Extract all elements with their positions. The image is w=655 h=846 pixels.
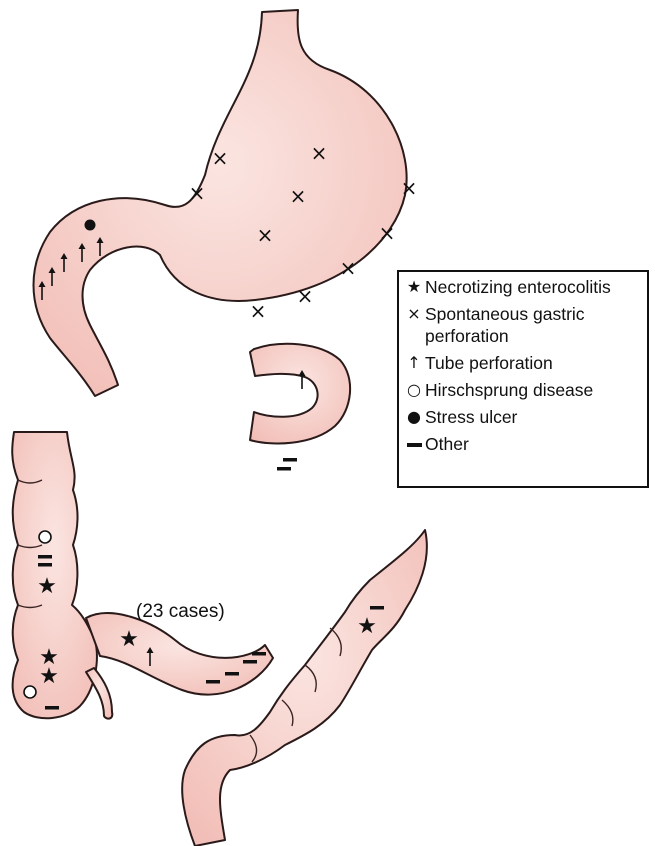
bar-icon bbox=[370, 606, 384, 610]
legend-label: Other bbox=[425, 433, 647, 455]
bar-icon bbox=[225, 672, 239, 676]
star-icon: ★ bbox=[357, 614, 377, 639]
legend-item: × Spontaneous gastric perforation bbox=[403, 303, 647, 347]
legend-label: Necrotizing enterocolitis bbox=[425, 276, 647, 298]
cross-icon: × bbox=[311, 141, 328, 165]
open-circle-icon bbox=[24, 686, 36, 698]
appendix bbox=[86, 668, 112, 719]
star-icon: ★ bbox=[39, 664, 59, 689]
bar-icon bbox=[45, 706, 59, 710]
legend: ★ Necrotizing enterocolitis × Spontaneou… bbox=[397, 270, 649, 488]
cross-icon: × bbox=[297, 284, 314, 308]
star-icon: ★ bbox=[37, 574, 57, 599]
filled-circle-icon: ● bbox=[403, 406, 425, 428]
cross-icon: × bbox=[340, 256, 357, 280]
open-circle-icon bbox=[39, 531, 51, 543]
legend-label: Tube perforation bbox=[425, 352, 647, 374]
case-count-label: (23 cases) bbox=[136, 601, 225, 622]
cross-icon: × bbox=[403, 303, 425, 325]
legend-item: ↑ Tube perforation bbox=[403, 352, 647, 374]
star-icon: ★ bbox=[403, 276, 425, 298]
cross-icon: × bbox=[250, 299, 267, 323]
legend-item: ○ Hirschsprung disease bbox=[403, 379, 647, 401]
bar-icon bbox=[206, 680, 220, 684]
bar-icon bbox=[38, 563, 52, 567]
arrow-icon: ↑ bbox=[403, 352, 425, 374]
bar-icon bbox=[243, 660, 257, 664]
legend-item: ★ Necrotizing enterocolitis bbox=[403, 276, 647, 298]
bar-icon bbox=[283, 458, 297, 462]
open-circle-icon: ○ bbox=[403, 379, 425, 401]
duodenum-segment bbox=[250, 344, 350, 444]
bar-icon bbox=[38, 555, 52, 559]
bar-icon bbox=[252, 652, 266, 656]
cross-icon: × bbox=[189, 181, 206, 205]
cross-icon: × bbox=[379, 221, 396, 245]
legend-label: Stress ulcer bbox=[425, 406, 647, 428]
legend-label: Spontaneous gastric perforation bbox=[425, 303, 647, 347]
legend-item: ● Stress ulcer bbox=[403, 406, 647, 428]
cross-icon: × bbox=[257, 223, 274, 247]
stomach bbox=[34, 10, 407, 396]
terminal-ileum bbox=[86, 613, 273, 694]
legend-item: Other bbox=[403, 433, 647, 455]
cross-icon: × bbox=[212, 146, 229, 170]
bar-icon bbox=[277, 467, 291, 471]
legend-label: Hirschsprung disease bbox=[425, 379, 647, 401]
cross-icon: × bbox=[290, 184, 307, 208]
star-icon: ★ bbox=[119, 627, 139, 652]
bar-icon bbox=[403, 433, 425, 455]
cross-icon: × bbox=[401, 176, 418, 200]
filled-circle-icon bbox=[85, 220, 96, 231]
